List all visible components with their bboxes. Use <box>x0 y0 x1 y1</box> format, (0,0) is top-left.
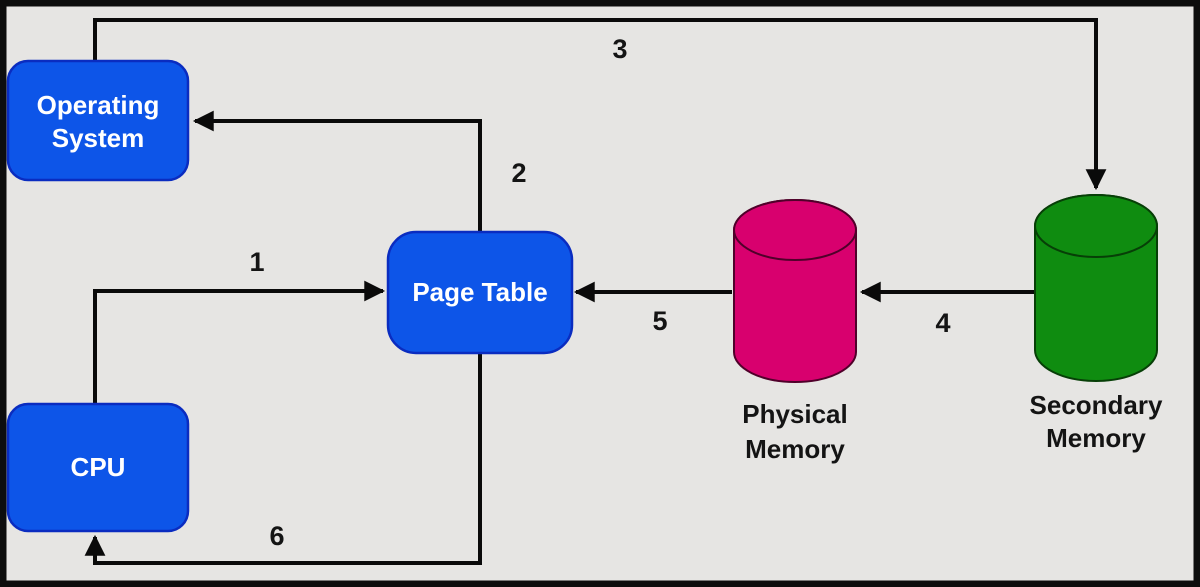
edge-label-2: 2 <box>511 158 526 188</box>
edge-page-table-to-cpu: 6 <box>84 353 482 565</box>
physical-memory-label-line1: Physical <box>742 399 848 429</box>
cpu-label: CPU <box>71 452 126 482</box>
operating-system-box <box>6 59 190 182</box>
arrow-line-1 <box>93 280 386 404</box>
page-table-label: Page Table <box>412 277 547 307</box>
edge-secondary-memory-to-physical-memory: 4 <box>859 281 1035 338</box>
operating-system-label-line2: System <box>52 123 145 153</box>
secondary-memory-cylinder-top <box>1034 194 1158 258</box>
edge-label-6: 6 <box>269 521 284 551</box>
operating-system-label-line1: Operating <box>37 90 160 120</box>
edge-label-3: 3 <box>612 34 627 64</box>
node-page-table: Page Table <box>386 230 574 355</box>
edge-label-5: 5 <box>652 306 667 336</box>
edge-cpu-to-page-table: 1 <box>93 247 386 404</box>
cpu-box <box>6 402 190 533</box>
arrow-line-3 <box>93 18 1107 191</box>
secondary-memory-label-line1: Secondary <box>1030 390 1163 420</box>
edge-label-4: 4 <box>935 308 950 338</box>
physical-memory-cylinder-top <box>733 199 857 261</box>
edge-physical-memory-to-page-table: 5 <box>573 281 732 336</box>
physical-memory-label-line2: Memory <box>745 434 845 464</box>
edge-page-table-to-operating-system: 2 <box>192 110 527 232</box>
secondary-memory-label-line2: Memory <box>1046 423 1146 453</box>
arrow-line-6 <box>84 353 482 565</box>
edge-label-1: 1 <box>249 247 264 277</box>
edge-operating-system-to-secondary-memory: 3 <box>93 18 1107 191</box>
page-table-box <box>386 230 574 355</box>
arrow-line-2 <box>192 110 482 232</box>
node-cpu: CPU <box>6 402 190 533</box>
